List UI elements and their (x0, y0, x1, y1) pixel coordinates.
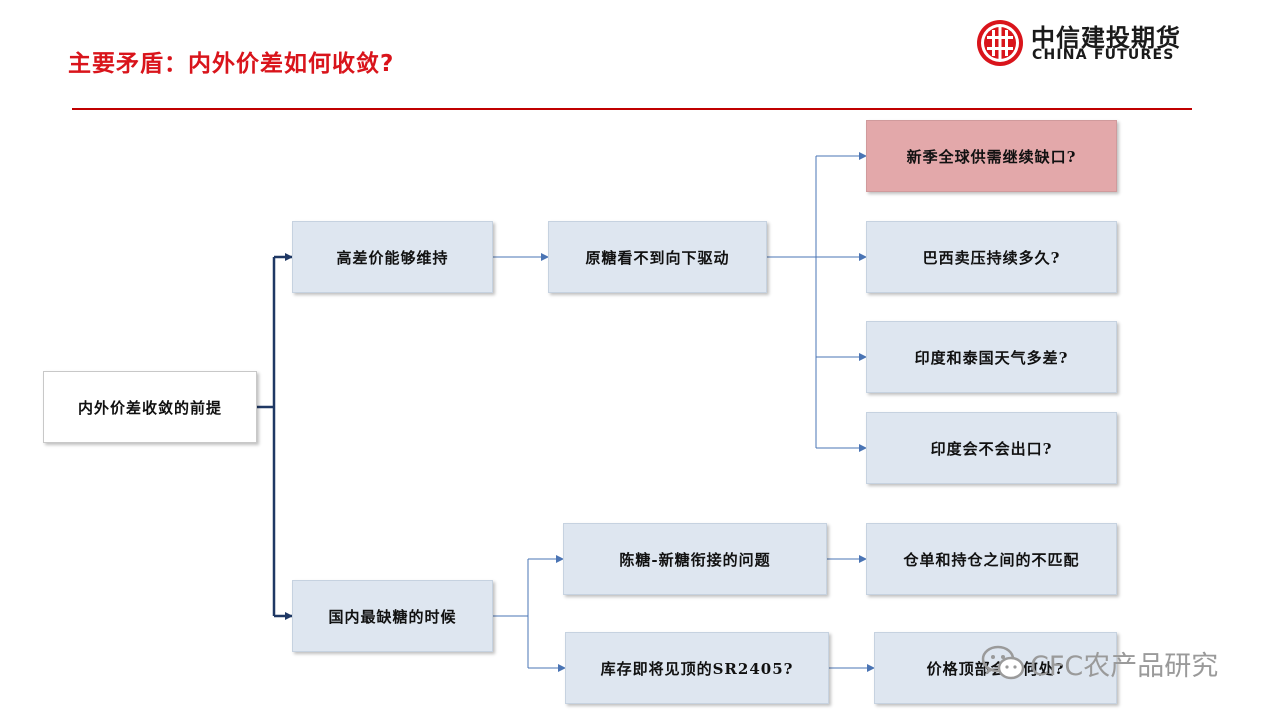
level3-node-label: 仓单和持仓之间的不匹配 (903, 550, 1080, 569)
logo-name-en: CHINA FUTURES (1032, 47, 1175, 63)
level3-node-india-export: 印度会不会出口? (866, 412, 1117, 484)
level3-node-warrant-mismatch: 仓单和持仓之间的不匹配 (866, 523, 1117, 595)
level2-node-label: 原糖看不到向下驱动 (585, 248, 730, 267)
level3-node-weather: 印度和泰国天气多差? (866, 321, 1117, 393)
company-logo: 中信建投期货 CHINA FUTURES (975, 16, 1195, 70)
level2-node-raw-sugar: 原糖看不到向下驱动 (548, 221, 767, 293)
level3-node-price-top: 价格顶部会在何处? (874, 632, 1117, 704)
level2-node-inventory-peak: 库存即将见顶的SR2405? (565, 632, 829, 704)
level3-node-label: 巴西卖压持续多久? (922, 248, 1061, 267)
wechat-icon (981, 645, 1025, 680)
level3-node-global-deficit: 新季全球供需继续缺口? (866, 120, 1117, 192)
level3-node-brazil-selling: 巴西卖压持续多久? (866, 221, 1117, 293)
level3-node-label: 印度和泰国天气多差? (914, 348, 1069, 367)
level3-node-label: 新季全球供需继续缺口? (906, 147, 1077, 166)
level1-node-label: 高差价能够维持 (336, 248, 449, 267)
level1-node-label: 国内最缺糖的时候 (328, 607, 457, 626)
logo-name-cn: 中信建投期货 (1031, 24, 1181, 52)
citic-logo-icon (977, 20, 1023, 66)
level2-node-label: 库存即将见顶的SR2405? (600, 659, 794, 678)
watermark-text: CFC农产品研究 (1030, 650, 1219, 682)
level1-node-high-spread: 高差价能够维持 (292, 221, 493, 293)
page-title: 主要矛盾：内外价差如何收敛? (68, 51, 395, 77)
title-divider (72, 108, 1192, 110)
level2-node-old-new-sugar: 陈糖-新糖衔接的问题 (563, 523, 827, 595)
root-node: 内外价差收敛的前提 (43, 371, 257, 443)
level3-node-label: 印度会不会出口? (930, 439, 1053, 458)
root-node-label: 内外价差收敛的前提 (77, 398, 222, 417)
level3-node-label: 价格顶部会在何处? (926, 659, 1065, 678)
level1-node-domestic-shortage: 国内最缺糖的时候 (292, 580, 493, 652)
wechat-watermark: CFC农产品研究 (980, 640, 1218, 686)
root-connector (257, 253, 293, 620)
level2-node-label: 陈糖-新糖衔接的问题 (619, 550, 771, 569)
